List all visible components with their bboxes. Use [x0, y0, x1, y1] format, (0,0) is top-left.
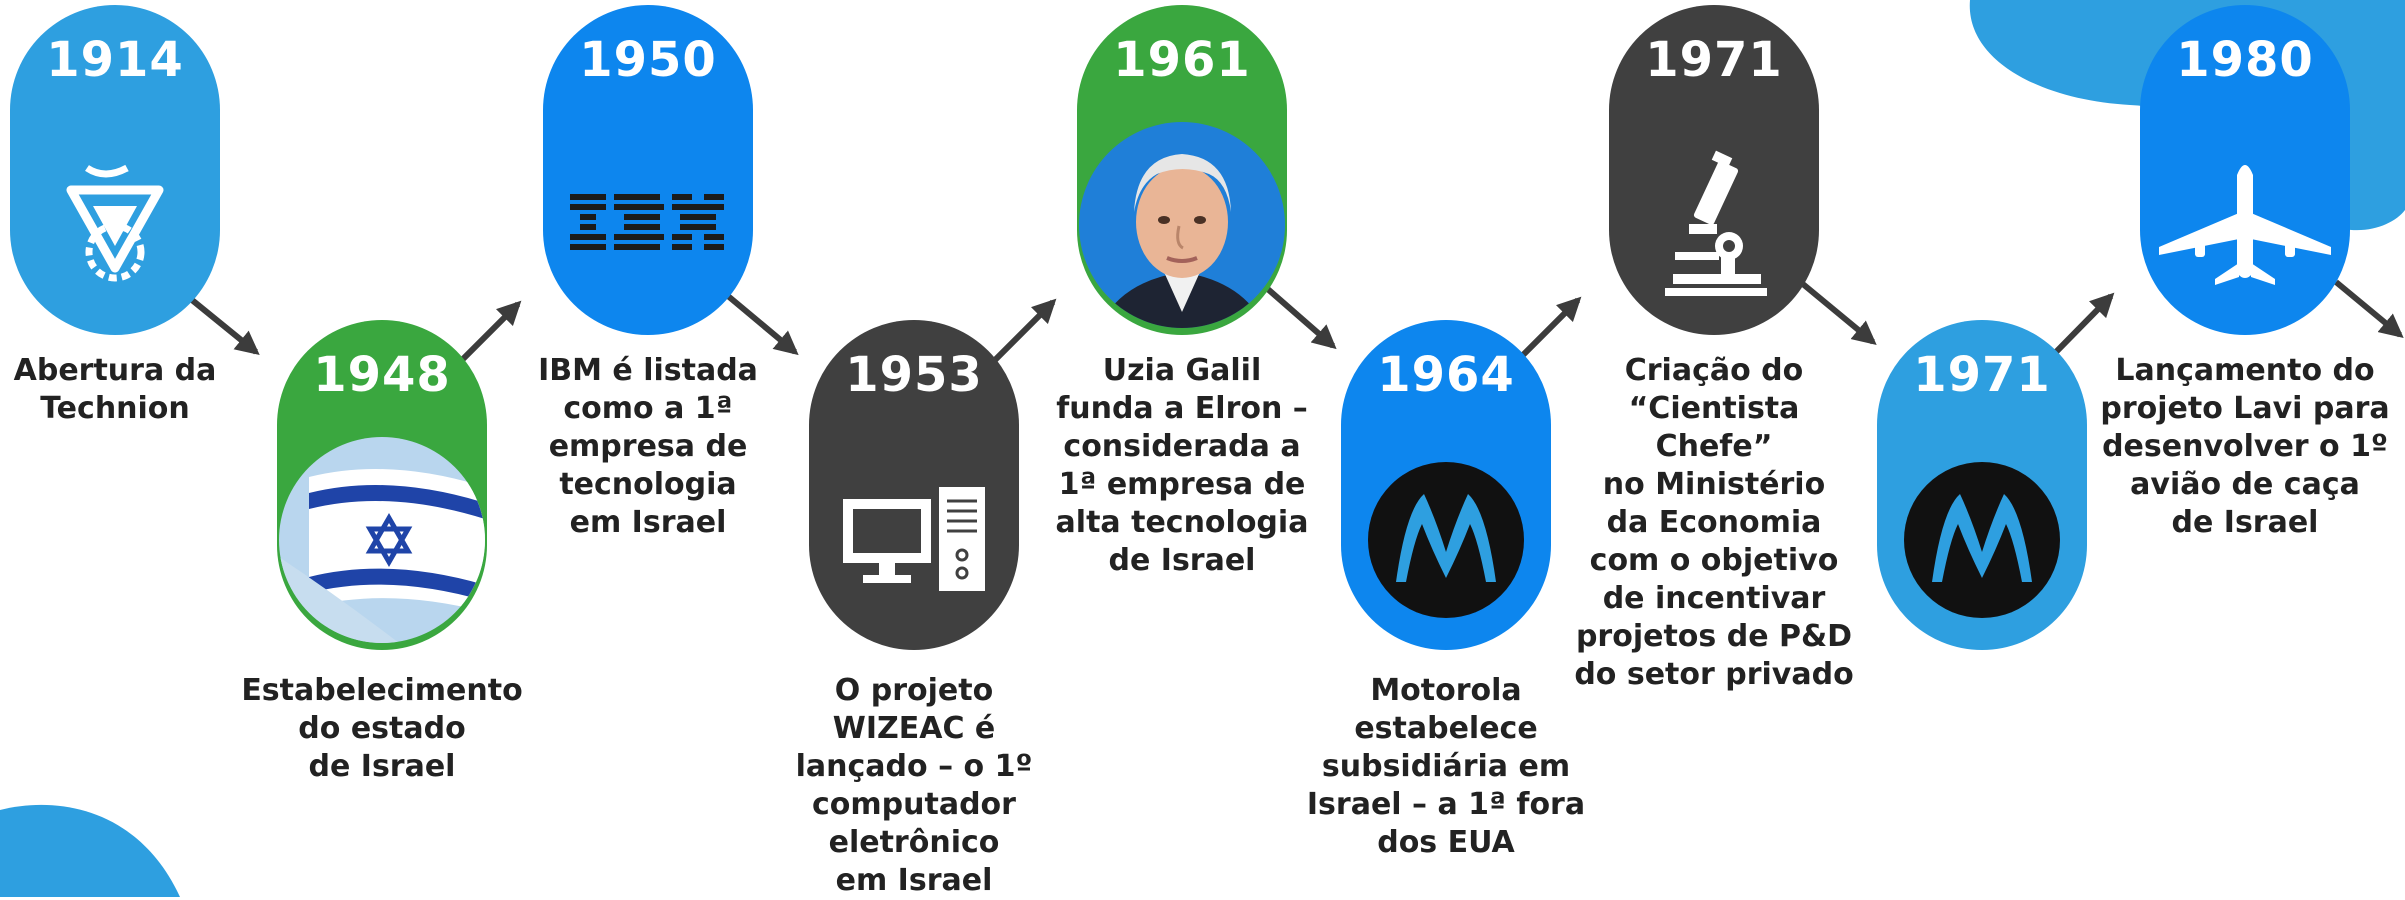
arrow-1971a-1971b — [1796, 277, 1877, 346]
milestone-year: 1914 — [46, 32, 184, 88]
arrow-1961-1964 — [1260, 281, 1337, 350]
milestone-1961: 1961 — [1077, 5, 1287, 335]
milestone-year: 1953 — [845, 347, 983, 403]
airplane-icon — [2159, 165, 2331, 285]
arrow-1914-1948 — [190, 297, 260, 356]
milestone-1914: 1914 — [10, 5, 220, 335]
motorola-logo-icon — [1368, 462, 1524, 618]
caption-1961: Uzia Galil funda a Elron – considerada a… — [1055, 353, 1309, 578]
milestone-year: 1980 — [2176, 32, 2314, 88]
milestone-1950: 1950 — [543, 5, 753, 335]
caption-1971-science: Criação do “Cientista Chefe” no Ministér… — [1574, 353, 1854, 692]
milestone-1964: 1964 — [1341, 320, 1551, 650]
milestone-year: 1950 — [579, 32, 717, 88]
arrow-1953-1961 — [992, 298, 1057, 363]
milestone-1971-motorola: 1971 — [1877, 320, 2087, 650]
milestone-1980: 1980 — [2140, 5, 2350, 335]
motorola-logo-icon — [1904, 462, 2060, 618]
arrow-1950-1953 — [726, 293, 799, 356]
microscope-icon — [1665, 150, 1767, 296]
caption-1953: O projeto WIZEAC é lançado – o 1º comput… — [795, 673, 1033, 898]
arrow-1964-1971a — [1519, 296, 1582, 359]
milestone-year: 1948 — [313, 347, 451, 403]
milestone-1948: 1948 — [277, 320, 487, 650]
technion-logo-icon — [66, 164, 164, 282]
milestone-year: 1964 — [1377, 347, 1515, 403]
milestone-year: 1961 — [1113, 32, 1251, 88]
arrow-1971b-1980 — [2053, 292, 2115, 355]
israel-flag-photo — [279, 437, 485, 643]
arrow-1948-1950 — [459, 300, 522, 363]
bottom-left-blob — [0, 804, 180, 897]
ibm-logo-icon — [570, 194, 724, 250]
caption-1950: IBM é listada como a 1ª empresa de tecno… — [538, 353, 758, 540]
caption-1914: Abertura da Technion — [13, 353, 217, 426]
caption-1980: Lançamento do projeto Lavi para desenvol… — [2100, 353, 2390, 540]
uzia-galil-portrait — [1079, 122, 1285, 328]
computer-icon — [843, 487, 985, 591]
milestone-1953: 1953 — [809, 320, 1019, 650]
milestone-1971-science: 1971 — [1609, 5, 1819, 335]
caption-1964: Motorola estabelece subsidiária em Israe… — [1306, 673, 1586, 860]
milestone-year: 1971 — [1913, 347, 2051, 403]
arrow-1980-next — [2334, 279, 2404, 339]
milestone-year: 1971 — [1645, 32, 1783, 88]
caption-1948: Estabelecimento do estado de Israel — [241, 673, 523, 784]
